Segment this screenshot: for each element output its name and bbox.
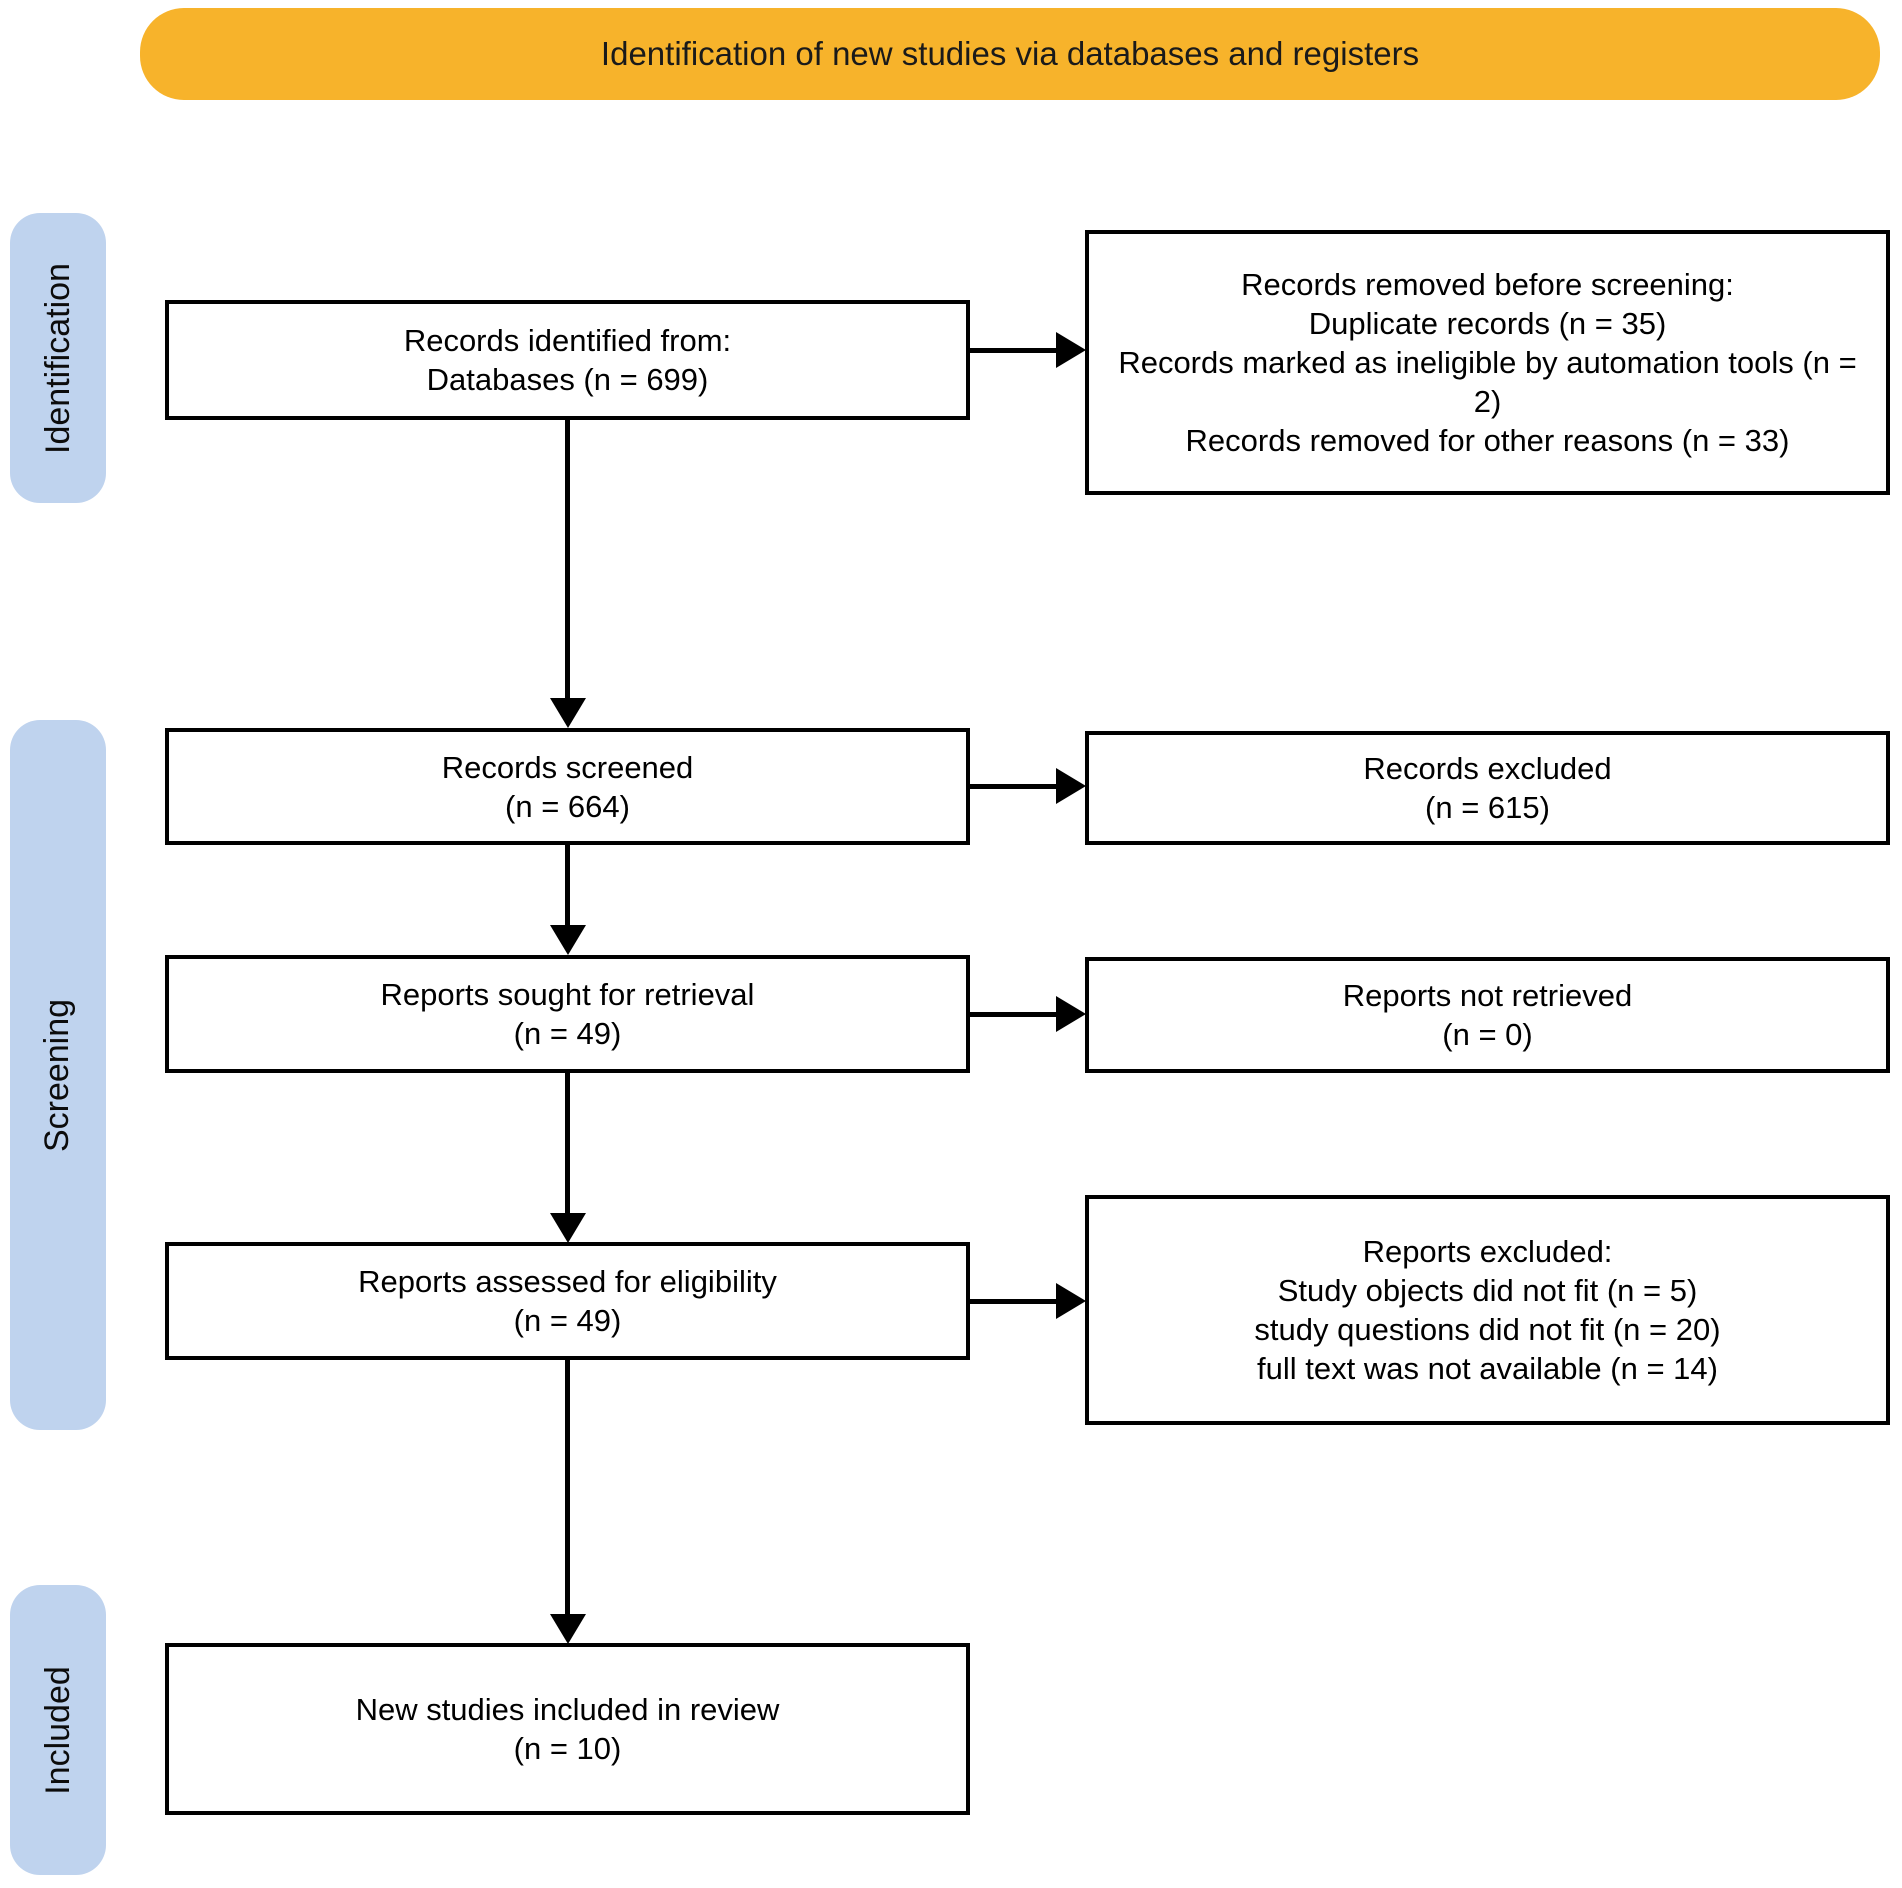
banner-title: Identification of new studies via databa…: [600, 35, 1420, 72]
arrow-sought-to-notretrieved-head: [1056, 996, 1086, 1032]
box-records-removed-line3: Records marked as ineligible by automati…: [1118, 345, 1857, 419]
box-reports-excluded: Reports excluded: Study objects did not …: [1085, 1195, 1890, 1425]
box-records-excluded-line1: Records excluded: [1363, 751, 1612, 786]
box-reports-sought-for-retrieval: Reports sought for retrieval (n = 49): [165, 955, 970, 1073]
arrow-identified-to-removed-head: [1056, 332, 1086, 368]
stage-label-identification-text: Identification: [38, 262, 77, 454]
arrow-sought-to-assessed-line: [565, 1073, 570, 1215]
arrow-identified-to-removed-line: [970, 348, 1058, 353]
box-reports-excluded-line3: study questions did not fit (n = 20): [1254, 1312, 1721, 1347]
arrow-identified-to-screened-line: [565, 420, 570, 700]
arrow-sought-to-notretrieved-line: [970, 1012, 1058, 1017]
arrow-sought-to-assessed-head: [550, 1213, 586, 1243]
box-reports-excluded-line4: full text was not available (n = 14): [1257, 1351, 1718, 1386]
box-records-removed-line2: Duplicate records (n = 35): [1308, 306, 1667, 341]
arrow-assessed-to-reportsexcluded-line: [970, 1299, 1058, 1304]
stage-label-screening: Screening: [10, 720, 106, 1430]
arrow-assessed-to-included-line: [565, 1360, 570, 1616]
box-records-screened-line1: Records screened: [441, 749, 694, 785]
box-records-removed-line1: Records removed before screening:: [1241, 267, 1734, 302]
box-reports-assessed-line2: (n = 49): [513, 1303, 622, 1338]
stage-label-screening-text: Screening: [38, 998, 77, 1152]
box-reports-not-retrieved-line1: Reports not retrieved: [1342, 978, 1633, 1013]
box-new-studies-included: New studies included in review (n = 10): [165, 1643, 970, 1815]
box-records-removed-line4: Records removed for other reasons (n = 3…: [1185, 423, 1790, 458]
box-reports-not-retrieved: Reports not retrieved (n = 0): [1085, 957, 1890, 1073]
box-new-studies-included-line2: (n = 10): [513, 1731, 622, 1766]
box-records-screened-line2: (n = 664): [505, 788, 630, 824]
box-reports-excluded-line2: Study objects did not fit (n = 5): [1277, 1273, 1698, 1308]
box-records-identified: Records identified from: Databases (n = …: [165, 300, 970, 420]
stage-label-included: Included: [10, 1585, 106, 1875]
box-reports-not-retrieved-line2: (n = 0): [1442, 1017, 1533, 1052]
stage-label-included-text: Included: [38, 1665, 77, 1795]
box-records-identified-line2: Databases (n = 699): [426, 362, 709, 397]
box-records-screened: Records screened (n = 664): [165, 728, 970, 845]
box-records-excluded: Records excluded (n = 615): [1085, 731, 1890, 845]
box-reports-sought-line1: Reports sought for retrieval: [380, 977, 755, 1012]
box-reports-assessed-line1: Reports assessed for eligibility: [358, 1264, 777, 1299]
arrow-assessed-to-reportsexcluded-head: [1056, 1283, 1086, 1319]
stage-label-identification: Identification: [10, 213, 106, 503]
box-records-identified-line1: Records identified from:: [403, 323, 732, 358]
box-reports-assessed-for-eligibility: Reports assessed for eligibility (n = 49…: [165, 1242, 970, 1360]
arrow-identified-to-screened-head: [550, 698, 586, 728]
arrow-screened-to-sought-line: [565, 845, 570, 927]
arrow-screened-to-sought-head: [550, 925, 586, 955]
box-records-removed-before-screening: Records removed before screening: Duplic…: [1085, 230, 1890, 495]
arrow-screened-to-excluded-line: [970, 784, 1058, 789]
box-reports-sought-line2: (n = 49): [513, 1016, 622, 1051]
arrow-assessed-to-included-head: [550, 1614, 586, 1644]
arrow-screened-to-excluded-head: [1056, 768, 1086, 804]
box-new-studies-included-line1: New studies included in review: [355, 1692, 780, 1727]
box-records-excluded-line2: (n = 615): [1425, 790, 1550, 825]
banner-identification-of-new-studies: Identification of new studies via databa…: [140, 8, 1880, 100]
box-reports-excluded-line1: Reports excluded:: [1362, 1234, 1613, 1269]
